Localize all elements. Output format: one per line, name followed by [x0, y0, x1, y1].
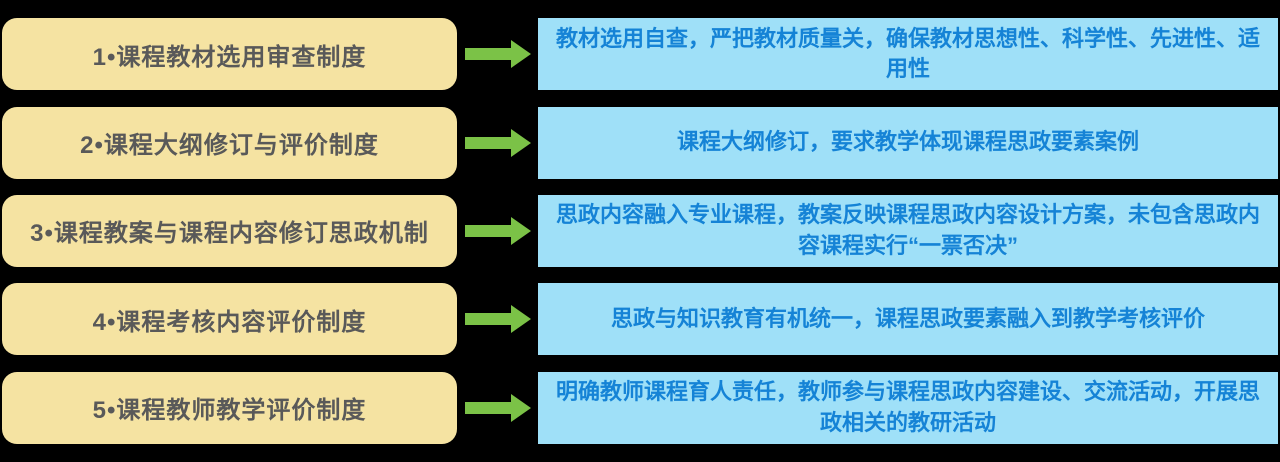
process-row-4: 4•课程考核内容评价制度 思政与知识教育有机统一，课程思政要素融入到教学考核评价 [0, 283, 1280, 356]
description-box-2: 课程大纲修订，要求教学体现课程思政要素案例 [538, 106, 1278, 179]
policy-box-2: 2•课程大纲修订与评价制度 [2, 106, 457, 179]
description-text-5: 明确教师课程育人责任，教师参与课程思政内容建设、交流活动，开展思政相关的教研活动 [555, 378, 1260, 435]
arrow-right-icon [457, 216, 538, 245]
description-text-3: 思政内容融入专业课程，教案反映课程思政内容设计方案，未包含思政内容课程实行“一票… [555, 202, 1260, 258]
policy-label-3: 3•课程教案与课程内容修订思政机制 [30, 220, 429, 248]
policy-box-3: 3•课程教案与课程内容修订思政机制 [2, 194, 457, 267]
policy-label-1: 1•课程教材选用审查制度 [92, 43, 367, 71]
arrow-right-icon [457, 128, 538, 157]
policy-label-4: 4•课程考核内容评价制度 [92, 308, 367, 336]
arrow-right-icon [457, 40, 538, 69]
description-text-4: 思政与知识教育有机统一，课程思政要素融入到教学考核评价 [610, 305, 1205, 331]
process-row-1: 1•课程教材选用审查制度 教材选用自查，严把教材质量关，确保教材思想性、科学性、… [0, 18, 1280, 91]
policy-box-4: 4•课程考核内容评价制度 [2, 283, 457, 356]
process-row-2: 2•课程大纲修订与评价制度 课程大纲修订，要求教学体现课程思政要素案例 [0, 106, 1280, 179]
arrow-right-icon [457, 305, 538, 334]
description-text-2: 课程大纲修订，要求教学体现课程思政要素案例 [676, 129, 1139, 155]
description-text-1: 教材选用自查，严把教材质量关，确保教材思想性、科学性、先进性、适用性 [555, 25, 1260, 82]
description-box-1: 教材选用自查，严把教材质量关，确保教材思想性、科学性、先进性、适用性 [538, 18, 1278, 91]
policy-box-1: 1•课程教材选用审查制度 [2, 18, 457, 91]
description-box-5: 明确教师课程育人责任，教师参与课程思政内容建设、交流活动，开展思政相关的教研活动 [538, 371, 1278, 444]
arrow-right-icon [457, 393, 538, 422]
policy-box-5: 5•课程教师教学评价制度 [2, 371, 457, 444]
policy-label-2: 2•课程大纲修订与评价制度 [80, 132, 379, 160]
process-row-3: 3•课程教案与课程内容修订思政机制 思政内容融入专业课程，教案反映课程思政内容设… [0, 194, 1280, 267]
description-box-4: 思政与知识教育有机统一，课程思政要素融入到教学考核评价 [538, 283, 1278, 356]
description-box-3: 思政内容融入专业课程，教案反映课程思政内容设计方案，未包含思政内容课程实行“一票… [538, 194, 1278, 267]
policy-label-5: 5•课程教师教学评价制度 [92, 397, 367, 425]
process-row-5: 5•课程教师教学评价制度 明确教师课程育人责任，教师参与课程思政内容建设、交流活… [0, 371, 1280, 444]
